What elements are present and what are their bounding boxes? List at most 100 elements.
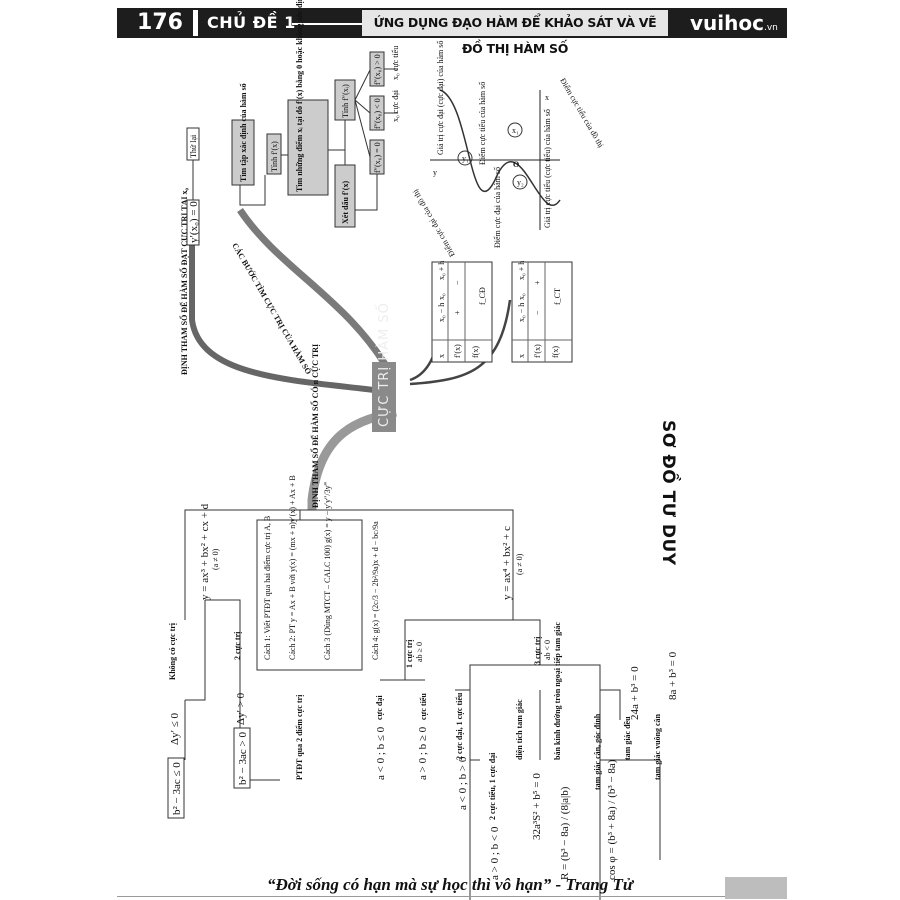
table1-x0+h: x₀ + h bbox=[437, 261, 446, 280]
table1-minus: − bbox=[453, 280, 462, 285]
step-connectors bbox=[239, 68, 398, 211]
cubic-ptdt: PTĐT qua 2 điểm cực trị bbox=[295, 694, 304, 780]
y1-label: y₁ bbox=[462, 154, 469, 163]
derivative-eq-label: y′(x₀) = 0 bbox=[188, 201, 200, 243]
extremum-graph: O x y Giá trị cực đại (cực đại) của hàm … bbox=[410, 41, 606, 259]
fpp-zero-label: f″(x₀) = 0 bbox=[373, 142, 382, 173]
table-grid bbox=[432, 262, 572, 362]
x1-label: x₁ bbox=[512, 126, 519, 135]
cubic-delta-gt: Δy′ > 0 bbox=[235, 692, 247, 725]
quartic-two-max: 2 cực đại, 1 cực tiểu bbox=[455, 692, 464, 760]
center-node-label: CỰC TRỊ HÀM SỐ bbox=[375, 302, 392, 427]
quartic-sys-1: a < 0 ; b ≤ 0 bbox=[375, 726, 387, 780]
table2-x0-h: x₀ − h bbox=[517, 303, 526, 322]
step-tap-xac-dinh bbox=[231, 119, 255, 186]
table2-x0+h: x₀ + h bbox=[517, 261, 526, 280]
branch-label-upper-mid: CÁC BƯỚC TÌM CỰC TRỊ CỦA HÀM SỐ bbox=[230, 241, 314, 376]
tim-diem-label: Tìm những điểm xᵢ tại đó f′(x) bằng 0 ho… bbox=[295, 0, 304, 192]
label-diem-cuc-dai-do-thi: Điểm cực đại của đồ thị bbox=[410, 187, 456, 258]
tinh-fpp-label: Tính f″(xᵢ) bbox=[341, 84, 350, 118]
branch-label-upper-left: ĐỊNH THAM SỐ ĐỂ HÀM SỐ ĐẠT CỰC TRỊ TẠI x… bbox=[179, 188, 189, 375]
table2-fct: f_CT bbox=[553, 288, 562, 305]
quartic-equilateral: tam giác đều bbox=[623, 716, 632, 760]
origin-label: O bbox=[513, 160, 519, 169]
step-tinh-fp bbox=[266, 133, 282, 175]
cubic-method-4: Cách 4: g(x) = (2c/3 − 2b²/9a)x + d − bc… bbox=[371, 521, 380, 660]
table1-fcd: f_CĐ bbox=[478, 287, 487, 305]
brand-logo: vuihoc.vn bbox=[690, 11, 778, 35]
branch-label-lower: ĐỊNH THAM SỐ ĐỂ HÀM SỐ CÓ n CỰC TRỊ bbox=[310, 344, 320, 508]
cubic-no-extremum: Không có cực trị bbox=[168, 622, 177, 680]
quartic-sys-2: a > 0 ; b ≥ 0 bbox=[417, 726, 429, 780]
fpp-neg-label: f″(x₀) < 0 bbox=[373, 98, 382, 129]
tinh-fp-label: Tính f′(x) bbox=[270, 141, 279, 172]
branch-upper-mid bbox=[237, 208, 396, 378]
cubic-b2-le: b² − 3ac ≤ 0 bbox=[171, 762, 183, 815]
quartic-isosceles: tam giác cân, góc đỉnh bbox=[593, 713, 602, 790]
marker-y1 bbox=[457, 150, 473, 166]
quartic-formula: y = ax⁴ + bx² + c bbox=[501, 526, 513, 600]
chapter-subtitle: ỨNG DỤNG ĐẠO HÀM ĐỂ KHẢO SÁT VÀ VẼ ĐỒ TH… bbox=[373, 15, 657, 56]
cubic-b2-gt: b² − 3ac > 0 bbox=[237, 732, 249, 785]
cubic-two-extrema: 2 cực trị bbox=[233, 631, 242, 660]
cubic-b2-le-box bbox=[167, 757, 185, 819]
quartic-equilateral-formula: 24a + b³ = 0 bbox=[629, 666, 641, 720]
quartic-ab-lt: ab < 0 bbox=[543, 640, 552, 660]
fpp-pos-label: f″(x₀) > 0 bbox=[373, 54, 382, 85]
quartic-right-formula: 8a + b³ = 0 bbox=[667, 651, 679, 700]
cubic-method-3: Cách 3 (Dùng MTCT – CALC 100) g(x) = y −… bbox=[323, 481, 332, 660]
table2-plus: + bbox=[533, 280, 542, 285]
table2-f: f(x) bbox=[551, 346, 560, 358]
quartic-ab-ge: ab ≥ 0 bbox=[415, 642, 424, 662]
cubic-b2-gt-box bbox=[233, 727, 251, 789]
tap-xac-dinh-label: Tìm tập xác định của hàm số bbox=[239, 82, 248, 182]
table1-x: x bbox=[437, 354, 446, 358]
quartic-circumradius: bán kính đường tròn ngoại tiếp tam giác bbox=[553, 622, 562, 760]
label-diem-cuc-dai-ham: Điểm cực đại của hàm số bbox=[493, 167, 502, 248]
quartic-cond: (a ≠ 0) bbox=[515, 553, 524, 575]
table1-x0-h: x₀ − h bbox=[437, 303, 446, 322]
page-number: 176 bbox=[137, 10, 183, 35]
quartic-sys-4: a > 0 ; b < 0 bbox=[489, 826, 501, 880]
center-node bbox=[372, 362, 396, 432]
table2-minus: − bbox=[533, 310, 542, 315]
subtitle-tab bbox=[362, 10, 668, 36]
axis-x-label: x bbox=[545, 93, 549, 102]
footer-bar bbox=[725, 877, 787, 899]
footer-rule bbox=[117, 896, 725, 897]
sign-table-max bbox=[431, 261, 493, 363]
cubic-delta-le: Δy′ ≤ 0 bbox=[169, 712, 181, 745]
graph-curve bbox=[439, 89, 561, 206]
branch-upper-left bbox=[189, 230, 391, 395]
quartic-right-isosceles: tam giác vuông cân bbox=[653, 713, 662, 780]
quartic-sys-3: a < 0 ; b > 0 bbox=[457, 756, 469, 810]
label-diem-cuc-tieu-do-thi: Điểm cực tiểu của đồ thị bbox=[558, 77, 606, 150]
table1-x0: x₀ bbox=[437, 293, 446, 300]
table2-fp: f′(x) bbox=[533, 344, 542, 358]
branch-table2 bbox=[409, 299, 512, 386]
cubic-methods-box bbox=[256, 519, 363, 671]
cubic-method-1: Cách 1: Viết PTĐT qua hai điểm cực trị A… bbox=[263, 516, 272, 660]
table1-f: f(x) bbox=[471, 346, 480, 358]
quartic-cuc-tieu: cực tiểu bbox=[419, 693, 428, 720]
quartic-area-formula: 32a³S² + b⁵ = 0 bbox=[531, 773, 543, 840]
quartic-cos-formula: cos φ = (b³ + 8a) / (b³ − 8a) bbox=[606, 759, 618, 880]
sign-table-min bbox=[511, 261, 573, 363]
thu-lai-label: Thử lại bbox=[189, 134, 198, 158]
table2-x: x bbox=[517, 354, 526, 358]
marker-y2 bbox=[512, 174, 528, 190]
marker-x1 bbox=[507, 122, 523, 138]
cubic-formula: y = ax³ + bx² + cx + d bbox=[199, 503, 211, 600]
header-rule bbox=[292, 23, 362, 25]
x-cuc-tieu-label: x₀ cực tiểu bbox=[391, 46, 400, 80]
label-gia-tri-cuc-dai: Giá trị cực đại (cực đại) của hàm số bbox=[436, 41, 445, 155]
quartic-tree bbox=[380, 619, 661, 900]
cubic-method-2: Cách 2: PT y = Ax + B với y(x) = (mx + n… bbox=[288, 475, 297, 660]
quartic-cuc-dai: cực đại bbox=[375, 695, 384, 720]
label-diem-cuc-tieu: Điểm cực tiểu của hàm số bbox=[478, 82, 487, 165]
axis-y-label: y bbox=[433, 168, 437, 177]
x-cuc-dai-label: x₀ cực đại bbox=[391, 89, 400, 122]
table2-x0: x₀ bbox=[517, 293, 526, 300]
xet-dau-label: Xét dấu f′(x) bbox=[341, 181, 350, 224]
